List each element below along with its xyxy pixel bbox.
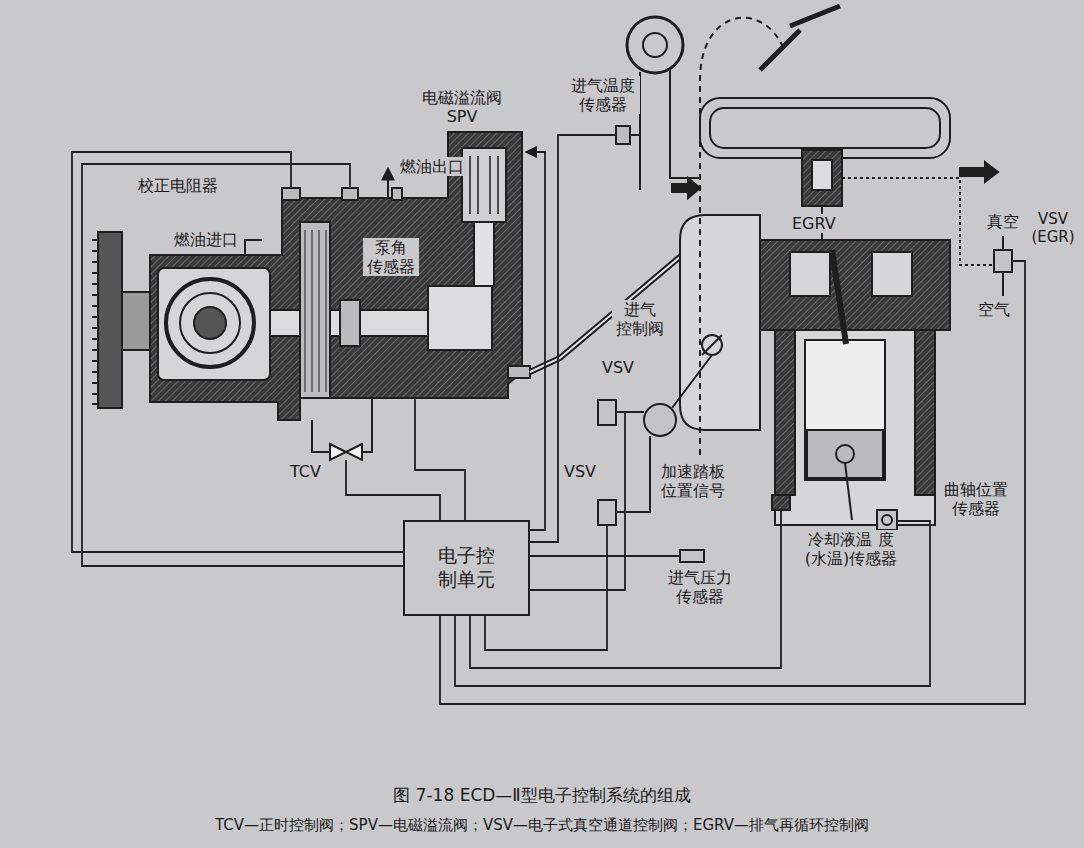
fuel-return-pipe-part — [530, 250, 688, 372]
injection-pump-part — [180, 293, 240, 353]
valve-label: VSV — [562, 462, 598, 481]
injection-pump — [92, 132, 530, 420]
valve-label: 进气 控制阀 — [612, 300, 668, 338]
engine-part — [832, 250, 846, 344]
engine-part — [680, 550, 704, 562]
injection-pump-part — [305, 230, 326, 392]
sensor-label: 进气温度 传感器 — [566, 76, 640, 114]
engine-part — [700, 18, 782, 455]
signal-wires-part — [440, 261, 1025, 704]
engine-part — [640, 70, 700, 190]
injection-pump-part — [392, 188, 402, 200]
engine-part — [845, 463, 852, 520]
sensor-label: 冷却液温 度(水温)传感器 — [790, 530, 912, 568]
injection-pump-part — [300, 222, 330, 398]
signal-label: 加速踏板 位置信号 — [655, 462, 731, 500]
tcv-valve — [312, 398, 372, 460]
injection-pump-part — [508, 366, 530, 378]
fuel-return-pipe — [530, 250, 688, 372]
sensor-label: 曲轴位置 传感器 — [938, 480, 1014, 518]
signal-wires-part — [530, 412, 625, 590]
signal-wires-part — [72, 152, 403, 552]
injection-pump-part — [158, 268, 270, 380]
signal-wires-part — [530, 135, 616, 542]
engine-part — [643, 33, 667, 57]
injection-pump-part — [92, 240, 98, 404]
box-title: 电子控制单元 — [438, 544, 496, 592]
injection-pump-part — [342, 188, 358, 200]
port-label: 空气 — [976, 300, 1012, 319]
engine-part — [882, 515, 892, 525]
engine-part — [630, 134, 640, 136]
signal-wires-part — [82, 164, 403, 566]
engine-part — [775, 330, 795, 495]
injection-pump-part — [282, 188, 300, 200]
signal-wires-part — [346, 460, 440, 520]
engine-part — [760, 240, 950, 330]
injection-pump-part — [387, 168, 389, 198]
engine-part — [775, 330, 935, 525]
engine-part — [805, 340, 885, 480]
engine-part — [960, 162, 998, 182]
valve-label: 电磁溢流阀 SPV — [416, 88, 508, 126]
injection-pump-part — [462, 148, 506, 222]
engine-part — [680, 215, 760, 430]
part-label: 校正电阻器 — [136, 176, 220, 195]
injection-pump-part — [166, 279, 254, 367]
engine-part — [915, 330, 935, 495]
engine-part — [812, 160, 832, 190]
signal-wires-part — [415, 398, 465, 520]
injection-pump-part — [98, 232, 122, 408]
engine-part — [790, 252, 830, 296]
engine-part — [598, 500, 616, 525]
port-label: 真空 — [985, 212, 1021, 231]
engine-part — [772, 495, 790, 510]
injection-pump-part — [340, 300, 360, 346]
engine-part — [672, 178, 700, 198]
signal-wires — [72, 135, 1025, 704]
valve-label: VSV — [600, 358, 636, 377]
abbreviation-note: TCV—正时控制阀；SPV—电磁溢流阀；VSV—电子式真空通道控制阀；EGRV—… — [213, 816, 871, 834]
engine-part — [1002, 236, 1004, 296]
engine-part — [802, 150, 842, 206]
port-label: 燃油进口 — [172, 230, 240, 249]
engine-part — [672, 335, 722, 408]
engine-part — [994, 250, 1012, 272]
injection-pump-part — [470, 156, 498, 214]
injection-pump-part — [122, 292, 152, 350]
injection-pump-part — [428, 286, 492, 350]
engine-part — [616, 126, 630, 144]
figure-caption: 图 7-18 ECD—Ⅱ型电子控制系统的组成 — [393, 784, 690, 807]
engine-part — [644, 404, 676, 436]
control-unit-box: 电子控制单元 — [403, 520, 530, 616]
port-label: 燃油出口 — [398, 157, 466, 176]
fuel-return-pipe-part — [530, 250, 688, 372]
engine-part — [872, 252, 912, 296]
engine-part — [760, 6, 840, 70]
engine-part — [836, 445, 854, 463]
tcv-valve-part — [330, 444, 362, 460]
tcv-valve-part — [312, 398, 372, 452]
injection-pump-part — [194, 307, 226, 339]
signal-wires-part — [530, 555, 680, 557]
engine-part — [710, 108, 940, 148]
valve-label: EGRV — [790, 214, 838, 233]
engine-part — [627, 17, 683, 73]
signal-wires-part — [526, 152, 545, 530]
injection-pump-part — [474, 222, 494, 286]
sensor-label: 进气压力 传感器 — [662, 568, 738, 606]
engine-part — [616, 412, 650, 512]
valve-label: VSV (EGR) — [1026, 210, 1080, 246]
sensor-label: 泵角 传感器 — [363, 238, 419, 276]
injection-pump-part — [245, 240, 262, 255]
valve-label: TCV — [288, 462, 323, 481]
engine-part — [598, 400, 616, 425]
engine-part — [877, 510, 897, 530]
engine-part — [842, 178, 994, 265]
engine — [598, 6, 1012, 562]
